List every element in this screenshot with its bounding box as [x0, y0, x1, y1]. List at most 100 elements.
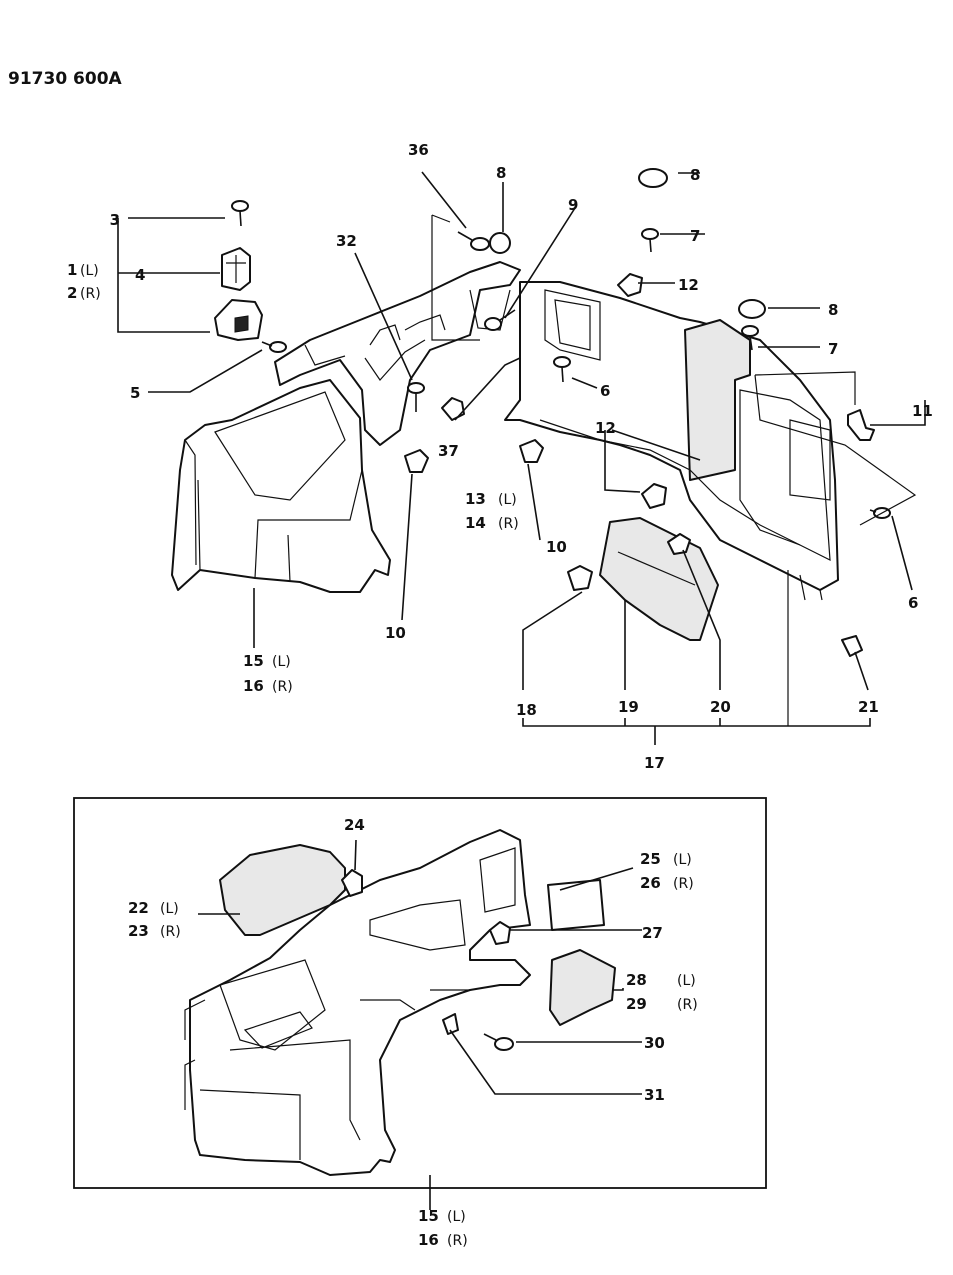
screw-30: [483, 1033, 514, 1051]
screw-6-a: [553, 356, 571, 383]
screw-6-b: [869, 507, 891, 519]
callout-19: 19: [618, 698, 639, 716]
callout-6-b: 6: [908, 594, 918, 612]
callout-5: 5: [130, 384, 140, 402]
callout-14: 14: [465, 514, 486, 532]
callout-22-side: (L): [160, 901, 179, 917]
callout-8-c: 8: [828, 301, 838, 319]
callout-10-a: 10: [385, 624, 406, 642]
callout-24: 24: [344, 816, 365, 834]
callout-29-side: (R): [677, 997, 698, 1013]
callout-6-a: 6: [600, 382, 610, 400]
clip-37: [441, 397, 465, 421]
leader-lines-lower: [198, 839, 642, 1210]
clip-27: [489, 921, 511, 945]
clip-12-b: [641, 483, 667, 509]
callout-15-b: 15: [418, 1207, 439, 1225]
callout-8-a: 8: [496, 164, 506, 182]
callout-2: 2: [67, 284, 77, 302]
cap-8-b: [638, 168, 668, 188]
callout-26: 26: [640, 874, 661, 892]
callout-21: 21: [858, 698, 879, 716]
callout-13: 13: [465, 490, 486, 508]
callout-20: 20: [710, 698, 731, 716]
screw-36: [457, 231, 490, 251]
callout-17: 17: [644, 754, 665, 772]
variant-box: [73, 797, 767, 1189]
callout-10-b: 10: [546, 538, 567, 556]
lower-assembly: [184, 829, 642, 1210]
bracket-11: [847, 409, 875, 441]
callout-16-b: 16: [418, 1231, 439, 1249]
callout-32: 32: [336, 232, 357, 250]
callout-16-a: 16: [243, 677, 264, 695]
quarter-trim-panel-lower: [189, 829, 531, 1176]
screw-3: [231, 200, 249, 227]
callout-2-side: (R): [80, 286, 101, 302]
callout-18: 18: [516, 701, 537, 719]
panel-28-29: [549, 949, 616, 1026]
callout-28-side: (L): [677, 973, 696, 989]
callout-27: 27: [642, 924, 663, 942]
callout-15-a: 15: [243, 652, 264, 670]
callout-15-a-side: (L): [272, 654, 291, 670]
bracket-31: [442, 1013, 459, 1035]
grommet-10-a: [404, 449, 429, 473]
callout-23: 23: [128, 922, 149, 940]
callout-4: 4: [135, 266, 145, 284]
bracket-1-2: [214, 299, 263, 341]
callout-23-side: (R): [160, 924, 181, 940]
callout-9: 9: [568, 196, 578, 214]
trim-cover-19: [599, 517, 719, 641]
callout-36: 36: [408, 141, 429, 159]
cap-8-a: [489, 232, 511, 254]
callout-1-side: (L): [80, 263, 99, 279]
callout-25: 25: [640, 850, 661, 868]
cap-8-c: [738, 299, 766, 319]
clip-24: [341, 869, 363, 897]
callout-3: 3: [110, 211, 120, 229]
diagram-code: 91730 600A: [8, 69, 123, 89]
callout-28: 28: [626, 971, 647, 989]
center-side-trim: [504, 281, 839, 591]
callout-26-side: (R): [673, 876, 694, 892]
callout-1: 1: [67, 261, 77, 279]
callout-31: 31: [644, 1086, 665, 1104]
clip-21: [841, 635, 863, 657]
cover-22-23: [219, 844, 346, 936]
callout-30: 30: [644, 1034, 665, 1052]
screw-7-a: [641, 228, 659, 253]
screw-9: [484, 309, 516, 331]
callout-11: 11: [912, 402, 933, 420]
callout-22: 22: [128, 899, 149, 917]
callout-7-a: 7: [690, 227, 700, 245]
grommet-18: [567, 565, 593, 591]
callout-25-side: (L): [673, 852, 692, 868]
callout-15-b-side: (L): [447, 1209, 466, 1225]
clip-20: [667, 533, 691, 555]
rear-upper-trim: [274, 261, 521, 446]
clip-4: [221, 247, 251, 291]
leader-lines-upper: [117, 171, 926, 745]
lower-labels: 24 25 (L) 26 (R) 22 (L) 23 (R) 27 28 (L)…: [128, 816, 698, 1249]
screw-7-b: [741, 325, 759, 351]
callout-12-a: 12: [678, 276, 699, 294]
callout-16-b-side: (R): [447, 1233, 468, 1249]
upper-assembly: [117, 168, 926, 745]
screw-32: [407, 382, 425, 412]
clip-12-a: [617, 273, 643, 297]
cover-25-26: [547, 879, 605, 931]
callout-12-b: 12: [595, 419, 616, 437]
callout-14-side: (R): [498, 516, 519, 532]
callout-8-b: 8: [690, 166, 700, 184]
upper-labels: 3 1 (L) 2 (R) 4 5 36 8 9 32 8 7 12 8 7 6…: [67, 141, 933, 772]
callout-13-side: (L): [498, 492, 517, 508]
callout-16-a-side: (R): [272, 679, 293, 695]
callout-29: 29: [626, 995, 647, 1013]
callout-37: 37: [438, 442, 459, 460]
grommet-10-b: [519, 439, 544, 463]
quarter-trim-panel-left: [171, 379, 391, 593]
callout-7-b: 7: [828, 340, 838, 358]
screw-5: [261, 341, 287, 353]
